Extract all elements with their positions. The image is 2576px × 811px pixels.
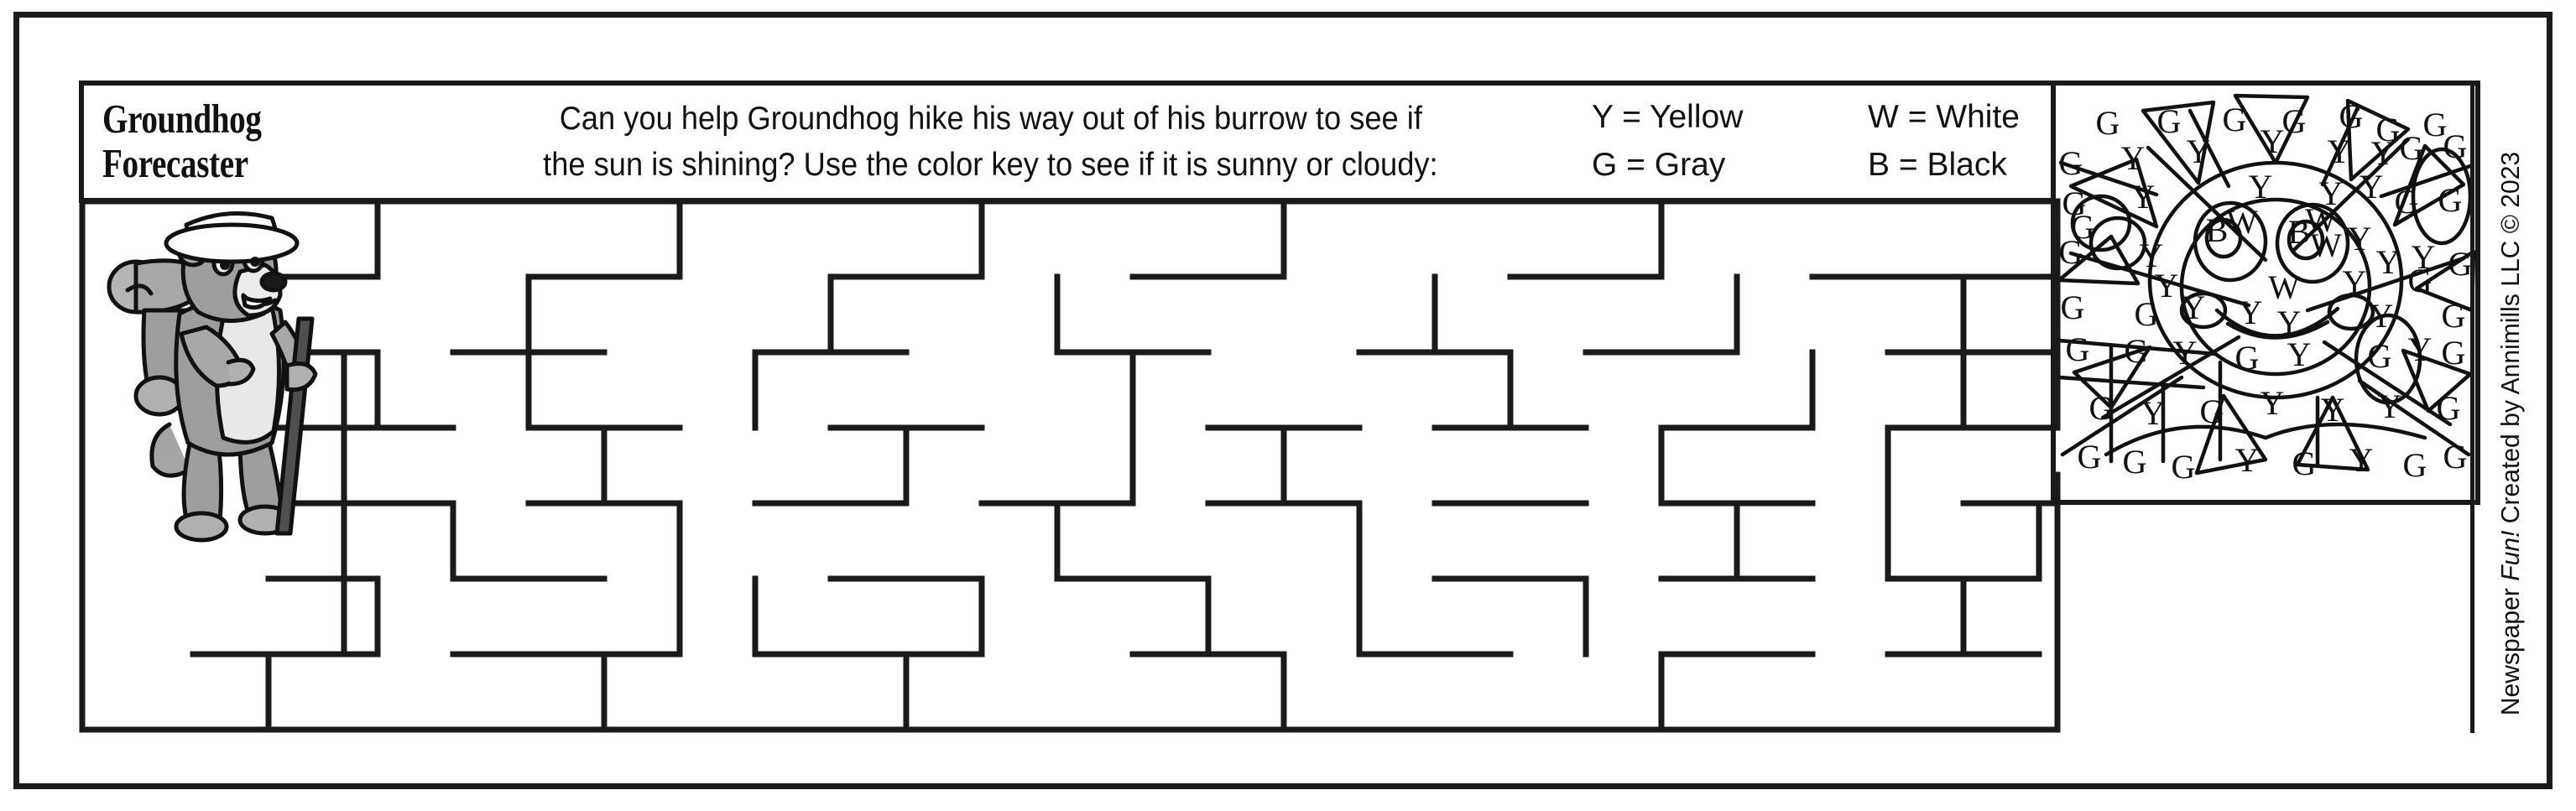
svg-text:G: G	[2059, 144, 2083, 182]
svg-text:Y: Y	[2348, 220, 2372, 257]
svg-text:G: G	[2395, 183, 2419, 221]
groundhog-character	[92, 154, 344, 548]
svg-text:G: G	[2282, 102, 2307, 140]
svg-text:G: G	[2423, 106, 2448, 143]
svg-text:Y: Y	[2121, 139, 2146, 177]
svg-text:Y: Y	[2187, 133, 2211, 170]
svg-text:Y: Y	[2287, 335, 2312, 373]
svg-text:G: G	[2235, 339, 2260, 377]
svg-text:G: G	[2135, 295, 2159, 333]
svg-text:G: G	[2376, 111, 2401, 148]
svg-text:G: G	[2443, 127, 2468, 165]
svg-text:Y: Y	[2239, 294, 2263, 331]
svg-text:Y: Y	[2131, 178, 2156, 216]
svg-text:W: W	[2305, 201, 2337, 239]
svg-text:G: G	[2443, 438, 2468, 476]
svg-text:Y: Y	[2349, 441, 2374, 479]
instructions-line-2: the sun is shining? Use the color key to…	[543, 147, 1438, 183]
svg-text:W: W	[2268, 268, 2300, 306]
svg-text:Y: Y	[2343, 263, 2367, 301]
svg-text:Y: Y	[2319, 174, 2344, 212]
svg-text:G: G	[2078, 438, 2102, 476]
title-block: Groundhog Forecaster	[84, 86, 411, 198]
svg-text:G: G	[2368, 337, 2392, 375]
svg-text:G: G	[2438, 181, 2463, 219]
svg-text:G: G	[2448, 245, 2473, 283]
svg-text:G: G	[2096, 104, 2120, 142]
color-key-gray: G = Gray	[1592, 147, 1726, 183]
copyright-divider-rule	[2470, 81, 2474, 733]
svg-text:G: G	[2172, 448, 2196, 486]
svg-text:Y: Y	[2277, 304, 2302, 341]
copyright-emphasis: Fun!	[2495, 530, 2525, 581]
color-key-white: W = White	[1868, 99, 2020, 136]
svg-text:G: G	[2442, 297, 2466, 335]
svg-text:G: G	[2089, 389, 2114, 427]
groundhog-illustration	[107, 211, 318, 543]
color-key-left-column: Y = Yellow G = Gray	[1592, 99, 1744, 184]
svg-text:Y: Y	[2140, 237, 2164, 274]
instructions-line-1: Can you help Groundhog hike his way out …	[559, 100, 1422, 137]
svg-text:G: G	[2071, 208, 2095, 246]
svg-text:B: B	[2288, 213, 2311, 251]
color-key-black: B = Black	[1868, 147, 2007, 183]
svg-text:G: G	[2061, 289, 2085, 326]
svg-text:Y: Y	[2173, 334, 2198, 372]
color-by-letter-sun-panel[interactable]: G G G G G G G G Y Y Y Y Y G G G G	[2051, 81, 2480, 505]
svg-text:Y: Y	[2370, 297, 2394, 335]
svg-text:Y: Y	[2141, 394, 2166, 432]
copyright-prefix: Newspaper	[2495, 580, 2525, 716]
svg-text:Y: Y	[2182, 289, 2206, 326]
page-title-line-1: Groundhog	[102, 96, 262, 143]
svg-text:G: G	[2066, 330, 2090, 368]
maze-svg	[79, 198, 2061, 733]
svg-text:Y: Y	[2321, 391, 2345, 429]
svg-text:G: G	[2442, 334, 2466, 372]
color-key-yellow: Y = Yellow	[1592, 99, 1744, 136]
svg-text:Y: Y	[2371, 134, 2396, 172]
svg-text:Y: Y	[2360, 168, 2384, 205]
svg-text:Y: Y	[2412, 238, 2436, 276]
svg-text:W: W	[2226, 203, 2258, 241]
svg-text:W: W	[2310, 226, 2342, 264]
color-key-right-column: W = White B = Black	[1868, 99, 2020, 184]
svg-text:Y: Y	[2408, 330, 2433, 368]
header-strip: Groundhog Forecaster Can you help Ground…	[79, 81, 2072, 203]
svg-text:G: G	[2339, 97, 2364, 135]
svg-text:B: B	[2206, 211, 2229, 249]
copyright-notice: Newspaper Fun! Created by Annimills LLC …	[2492, 0, 2529, 715]
sun-letter-labels: G G G G G G G G Y Y Y Y Y G G G G	[2059, 97, 2473, 486]
svg-text:G: G	[2062, 185, 2087, 222]
svg-text:Y: Y	[2235, 441, 2260, 479]
svg-text:G: G	[2123, 443, 2147, 481]
svg-text:G: G	[2292, 444, 2317, 482]
instructions-block: Can you help Groundhog hike his way out …	[411, 86, 1563, 198]
svg-text:Y: Y	[2155, 267, 2179, 304]
svg-text:G: G	[2437, 389, 2461, 427]
svg-text:G: G	[2223, 101, 2247, 138]
svg-text:G: G	[2125, 332, 2149, 370]
svg-text:G: G	[2059, 233, 2083, 271]
svg-text:Y: Y	[2261, 122, 2285, 160]
svg-text:G: G	[2157, 102, 2182, 140]
page-title-line-2: Forecaster	[102, 140, 248, 186]
copyright-suffix: Created by Annimills LLC © 2023	[2495, 151, 2525, 531]
color-key: Y = Yellow G = Gray W = White B = Black	[1563, 86, 2067, 198]
svg-text:G: G	[2403, 446, 2427, 484]
svg-text:Y: Y	[2249, 168, 2273, 205]
svg-text:G: G	[2400, 129, 2424, 167]
svg-text:Y: Y	[2261, 384, 2285, 422]
svg-text:G: G	[2200, 393, 2224, 430]
copyright-text: Newspaper Fun! Created by Annimills LLC …	[2495, 152, 2526, 715]
svg-text:Y: Y	[2328, 133, 2352, 170]
svg-text:Y: Y	[2376, 243, 2401, 281]
sun-puzzle-svg: G G G G G G G G Y Y Y Y Y G G G G	[2057, 93, 2475, 486]
svg-text:G: G	[2408, 262, 2433, 299]
svg-text:Y: Y	[2378, 387, 2402, 425]
puzzle-body: Groundhog Forecaster Can you help Ground…	[79, 81, 2480, 733]
maze[interactable]	[79, 198, 2061, 733]
